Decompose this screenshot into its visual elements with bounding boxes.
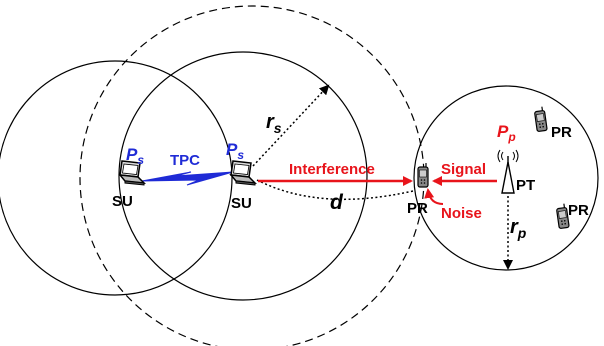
su-right-coverage-circle (118, 51, 368, 301)
laptop-icon (230, 160, 256, 186)
distance-d-curve (256, 179, 414, 201)
tpc-label: TPC (170, 152, 200, 169)
su-left-label: SU (112, 193, 133, 210)
pr-center-label: PR (407, 200, 428, 217)
mobile-phone-icon (533, 105, 548, 133)
ps-right-label: Ps (226, 140, 244, 162)
pt-label: PT (516, 177, 535, 194)
signal-label: Signal (441, 161, 486, 178)
d-label: d (330, 191, 344, 214)
antenna-tower-icon (497, 149, 519, 194)
primary-network-circle (413, 85, 599, 271)
su-left-coverage-circle (0, 60, 233, 296)
rp-label: rp (510, 216, 527, 241)
pr-top-label: PR (551, 124, 572, 141)
mobile-phone-icon (417, 162, 429, 188)
noise-arrow (424, 188, 444, 205)
pr-bottom-label: PR (568, 202, 589, 219)
rs-radius-arrow (252, 84, 330, 167)
interference-label: Interference (289, 161, 375, 178)
rs-label: rs (266, 111, 282, 136)
pp-label: Pp (497, 122, 516, 144)
ps-left-label: Ps (126, 145, 144, 167)
su-right-label: SU (231, 195, 252, 212)
noise-label: Noise (441, 205, 482, 222)
tpc-link-bolt (141, 171, 234, 186)
